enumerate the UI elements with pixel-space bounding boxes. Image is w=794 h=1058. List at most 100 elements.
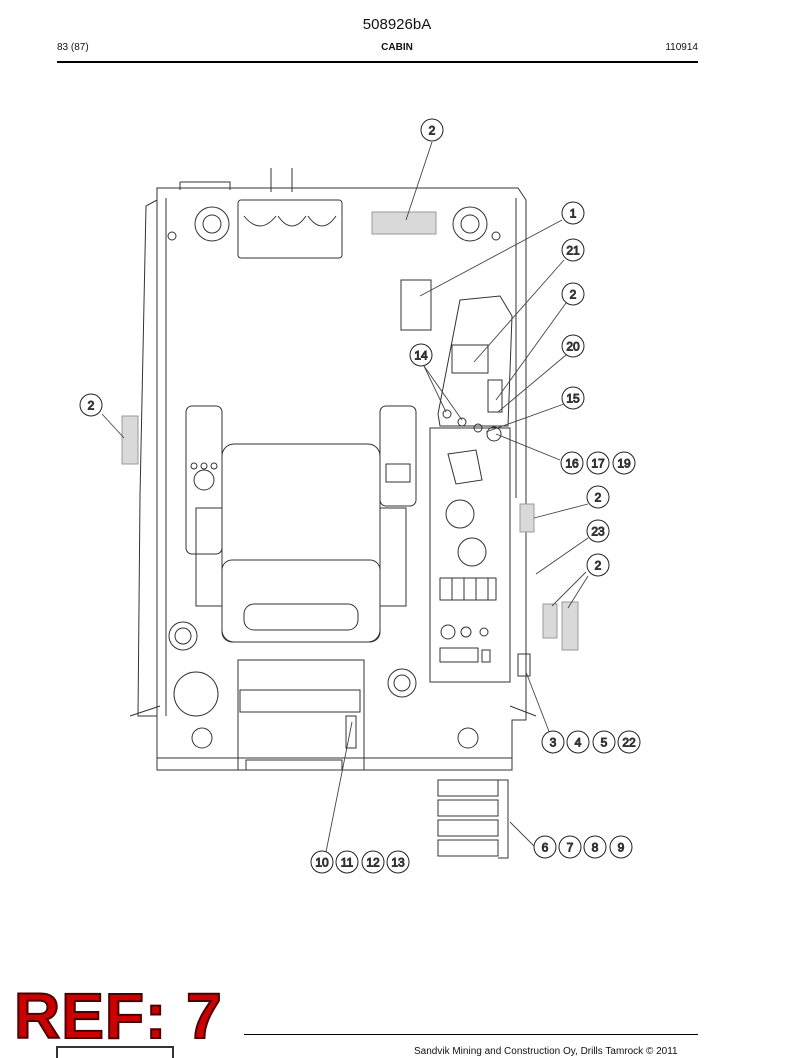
callout-20: 20 — [561, 334, 585, 358]
callout-circle — [361, 850, 385, 874]
callout-circle — [566, 730, 590, 754]
callout-circle — [561, 238, 585, 262]
callout-label: 2 — [88, 399, 95, 413]
callout-circle — [561, 282, 585, 306]
callout-1: 1 — [561, 201, 585, 225]
callout-circle — [586, 451, 610, 475]
callout-3: 3 — [541, 730, 565, 754]
callout-label: 20 — [566, 340, 580, 354]
decals — [121, 211, 579, 651]
callout-label: 10 — [315, 856, 329, 870]
callout-label: 5 — [601, 736, 608, 750]
date-code: 110914 — [665, 42, 698, 53]
callout-17: 17 — [586, 451, 610, 475]
callout-circle — [612, 451, 636, 475]
callout-2-left: 2 — [79, 393, 103, 417]
callout-21: 21 — [561, 238, 585, 262]
callout-label: 12 — [366, 856, 380, 870]
document-number: 508926bA — [362, 16, 432, 33]
callout-circle — [583, 835, 607, 859]
callout-circle — [560, 451, 584, 475]
callout-circle — [617, 730, 641, 754]
ref-stamp: REF: 7 — [13, 980, 223, 1052]
callout-circle — [409, 343, 433, 367]
callout-circle — [561, 201, 585, 225]
callout-label: 15 — [566, 392, 580, 406]
section-title: CABIN — [381, 42, 413, 53]
footer-rule — [244, 1034, 698, 1035]
callout-circle — [586, 519, 610, 543]
header-rule — [57, 61, 698, 63]
callout-circle — [533, 835, 557, 859]
callout-label: 2 — [595, 559, 602, 573]
callout-label: 2 — [429, 124, 436, 138]
callout-14: 14 — [409, 343, 433, 367]
callout-2-b: 2 — [561, 282, 585, 306]
callout-circle — [79, 393, 103, 417]
callout-label: 21 — [566, 244, 580, 258]
display-panel — [437, 295, 513, 427]
callout-circle — [558, 835, 582, 859]
callout-label: 13 — [391, 856, 405, 870]
callout-8: 8 — [583, 835, 607, 859]
callout-circle — [586, 485, 610, 509]
callout-circle — [310, 850, 334, 874]
callout-circle — [420, 118, 444, 142]
callout-16: 16 — [560, 451, 584, 475]
operator-seat — [195, 443, 407, 643]
company-logo — [56, 1046, 174, 1058]
control-panel — [429, 409, 531, 683]
callout-2-top: 2 — [420, 118, 444, 142]
callout-label: 23 — [591, 525, 605, 539]
callout-23: 23 — [586, 519, 610, 543]
callout-5: 5 — [592, 730, 616, 754]
heater-units — [173, 659, 479, 771]
rotary-switches — [167, 206, 501, 698]
callout-label: 4 — [575, 736, 582, 750]
callout-label: 11 — [341, 856, 354, 870]
cabin-outline — [129, 181, 537, 771]
callout-2-d: 2 — [586, 553, 610, 577]
footer-copyright: Sandvik Mining and Construction Oy, Dril… — [414, 1046, 678, 1057]
callout-4: 4 — [566, 730, 590, 754]
callout-15: 15 — [561, 386, 585, 410]
manual-box — [400, 279, 432, 331]
air-vents — [237, 168, 343, 259]
callout-label: 9 — [618, 841, 625, 855]
callout-12: 12 — [361, 850, 385, 874]
callout-label: 14 — [414, 349, 428, 363]
callout-circle — [335, 850, 359, 874]
callout-2-c: 2 — [586, 485, 610, 509]
callout-label: 8 — [592, 841, 599, 855]
callout-circle — [386, 850, 410, 874]
callout-label: 19 — [617, 457, 631, 471]
callout-9: 9 — [609, 835, 633, 859]
callout-10: 10 — [310, 850, 334, 874]
callout-circle — [586, 553, 610, 577]
callout-7: 7 — [558, 835, 582, 859]
callout-label: 1 — [570, 207, 577, 221]
callout-circle — [561, 334, 585, 358]
callout-label: 6 — [542, 841, 549, 855]
page-number: 83 (87) — [57, 42, 89, 53]
callout-label: 16 — [565, 457, 579, 471]
callout-6: 6 — [533, 835, 557, 859]
callout-label: 17 — [591, 457, 605, 471]
callout-11: 11 — [335, 850, 359, 874]
callout-label: 2 — [570, 288, 577, 302]
leader-lines — [101, 141, 589, 853]
armrest-controls — [185, 405, 417, 555]
callout-13: 13 — [386, 850, 410, 874]
callout-label: 3 — [550, 736, 557, 750]
callout-label: 22 — [622, 736, 636, 750]
label-stack — [437, 779, 509, 859]
callout-circle — [609, 835, 633, 859]
callout-circle — [561, 386, 585, 410]
callout-circle — [592, 730, 616, 754]
callout-22: 22 — [617, 730, 641, 754]
callout-label: 2 — [595, 491, 602, 505]
callout-19: 19 — [612, 451, 636, 475]
callout-circle — [541, 730, 565, 754]
